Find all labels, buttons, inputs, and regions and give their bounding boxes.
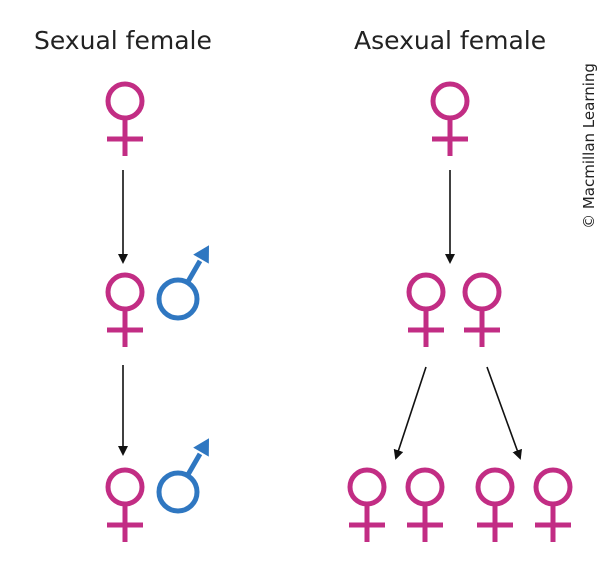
arrow [393,366,427,460]
male-symbol-icon [156,438,209,514]
female-symbol-icon [462,272,502,347]
male-symbol-icon [156,245,209,321]
female-symbol-icon [105,272,145,347]
female-symbol-icon [405,467,445,542]
female-symbol-icon [406,272,446,347]
female-symbol-icon [105,467,145,542]
female-symbol-icon [533,467,573,542]
female-symbol-icon [347,467,387,542]
asexual-female-title: Asexual female [354,26,547,55]
female-symbol-icon [430,81,470,156]
arrow [486,366,522,460]
sexual-female-title: Sexual female [34,26,212,55]
female-symbol-icon [475,467,515,542]
female-symbol-icon [105,81,145,156]
